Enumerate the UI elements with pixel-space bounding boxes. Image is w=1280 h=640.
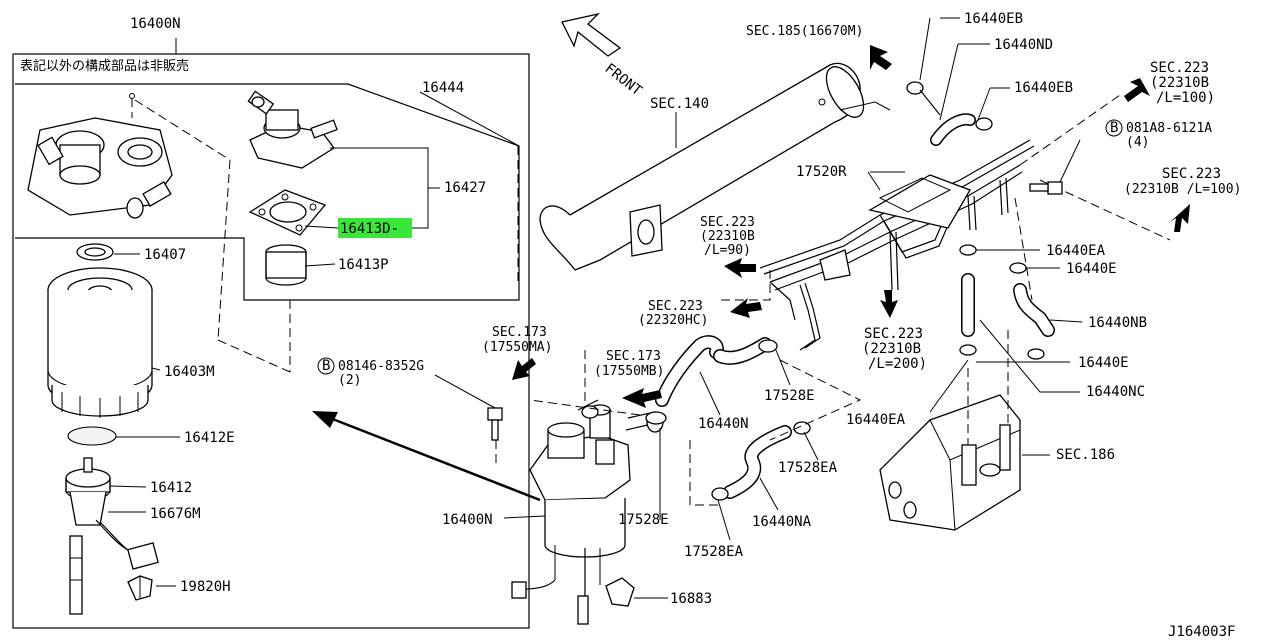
label-sec223-c2: (22310B bbox=[700, 229, 755, 244]
assembly-dash-lines bbox=[134, 99, 519, 373]
label-sec173-b1: SEC.173 bbox=[606, 349, 661, 364]
bolt-081A8-drawing bbox=[1029, 139, 1081, 195]
label-bolt-08146-qty: (2) bbox=[338, 373, 361, 388]
leader-16400N-bot bbox=[503, 515, 546, 519]
label-16440EA-2: 16440EA bbox=[846, 412, 906, 428]
hose-16440NA-drawing bbox=[711, 421, 811, 511]
label-sec223-a2: (22310B bbox=[1150, 75, 1209, 91]
label-sec173-a2: (17550MA) bbox=[482, 340, 552, 355]
label-19820H: 19820H bbox=[180, 579, 231, 595]
water-sensor-drawing bbox=[65, 457, 111, 526]
label-16440EA-1: 16440EA bbox=[1046, 243, 1106, 259]
label-sec173-a1: SEC.173 bbox=[492, 325, 547, 340]
label-17528EA-2: 17528EA bbox=[684, 544, 744, 560]
label-16440E-1: 16440E bbox=[1066, 261, 1117, 277]
label-sec223-c3: /L=90) bbox=[704, 243, 751, 258]
label-bolt-081A8-qty: (4) bbox=[1126, 135, 1149, 150]
hose-16440N-drawing bbox=[645, 335, 778, 425]
wiring-drawing bbox=[69, 519, 159, 615]
label-16676M: 16676M bbox=[150, 506, 201, 522]
bolt-marker-08146: B bbox=[322, 358, 330, 374]
clamp-leaders bbox=[659, 349, 819, 541]
label-16412: 16412 bbox=[150, 480, 192, 496]
label-sec223-e3: /L=200) bbox=[868, 356, 927, 372]
label-17520R: 17520R bbox=[796, 164, 847, 180]
assembly-frame bbox=[12, 38, 530, 629]
label-sec223-e1: SEC.223 bbox=[864, 326, 923, 342]
hose-right-drawing bbox=[906, 81, 1055, 360]
label-sec173-b2: (17550MB) bbox=[594, 364, 664, 379]
drawing-number: J164003F bbox=[1168, 624, 1235, 640]
label-sec223-e2: (22310B bbox=[862, 341, 921, 357]
labels: 16400N 表記以外の構成部品は非販売 16444 16427 16413D-… bbox=[20, 11, 1241, 640]
o-ring-small-drawing bbox=[67, 426, 117, 446]
clip-16883-drawing bbox=[605, 577, 668, 607]
filter-head-drawing bbox=[27, 93, 173, 219]
label-17528E-1: 17528E bbox=[764, 388, 815, 404]
filter-element-drawing bbox=[47, 267, 153, 418]
tube-assembly-drawing bbox=[759, 94, 1171, 351]
label-sec223-b1: SEC.223 bbox=[1162, 166, 1221, 182]
front-arrow bbox=[561, 12, 622, 57]
leader-lines-left bbox=[108, 91, 520, 587]
gasket-drawing bbox=[248, 189, 327, 236]
leader-lines-right bbox=[867, 17, 1083, 413]
label-bolt-08146: 08146-8352G bbox=[338, 359, 424, 374]
label-16440EB-mid: 16440EB bbox=[1014, 80, 1073, 96]
label-16427: 16427 bbox=[444, 180, 486, 196]
label-17528E-2: 17528E bbox=[618, 512, 669, 528]
assembly-arrow bbox=[312, 411, 541, 502]
label-16440NB: 16440NB bbox=[1088, 315, 1147, 331]
label-16440NA: 16440NA bbox=[752, 514, 812, 530]
label-16440EB-top: 16440EB bbox=[964, 11, 1023, 27]
bolt-marker-081A8: B bbox=[1110, 120, 1118, 136]
label-17528EA-1: 17528EA bbox=[778, 460, 838, 476]
label-sec223-d2: (22320HC) bbox=[638, 313, 708, 328]
direction-arrows bbox=[512, 45, 1190, 408]
exhaust-pipe-drawing bbox=[539, 62, 865, 271]
label-sec185: SEC.185(16670M) bbox=[746, 24, 863, 39]
label-bolt-081A8: 081A8-6121A bbox=[1126, 121, 1212, 136]
bolt-08146-drawing bbox=[434, 374, 503, 465]
label-sec140: SEC.140 bbox=[650, 96, 709, 112]
seal-drawing bbox=[265, 244, 307, 286]
tank-sec186-drawing bbox=[879, 330, 1050, 531]
clip-drawing bbox=[127, 575, 153, 601]
label-sec223-c1: SEC.223 bbox=[700, 215, 755, 230]
label-16400N-top: 16400N bbox=[130, 16, 181, 32]
label-16407: 16407 bbox=[144, 247, 186, 263]
front-label: FRONT bbox=[602, 61, 646, 100]
routing-dash-lines bbox=[529, 270, 862, 506]
priming-pump-drawing bbox=[247, 90, 338, 169]
bolt-markers bbox=[317, 119, 1123, 375]
note-text: 表記以外の構成部品は非販売 bbox=[20, 58, 189, 74]
label-sec223-b2: (22310B /L=100) bbox=[1124, 182, 1241, 197]
label-16440ND: 16440ND bbox=[994, 37, 1053, 53]
label-sec223-d1: SEC.223 bbox=[648, 299, 703, 314]
label-sec223-a3: /L=100) bbox=[1156, 90, 1215, 106]
label-16400N-bot: 16400N bbox=[442, 512, 493, 528]
label-16883: 16883 bbox=[670, 591, 712, 607]
label-16440E-2: 16440E bbox=[1078, 355, 1129, 371]
label-16440N: 16440N bbox=[698, 416, 749, 432]
label-16413P: 16413P bbox=[338, 257, 389, 273]
label-16412E: 16412E bbox=[184, 430, 235, 446]
filter-assembly-center-drawing bbox=[511, 399, 664, 625]
label-16403M: 16403M bbox=[164, 364, 215, 380]
label-16444: 16444 bbox=[422, 80, 464, 96]
o-ring-drawing bbox=[76, 243, 114, 261]
label-16440NC: 16440NC bbox=[1086, 384, 1145, 400]
label-sec186: SEC.186 bbox=[1056, 447, 1115, 463]
label-16413D: 16413D- bbox=[340, 221, 399, 237]
label-sec223-a1: SEC.223 bbox=[1150, 60, 1209, 76]
highlight-marker bbox=[338, 218, 412, 238]
